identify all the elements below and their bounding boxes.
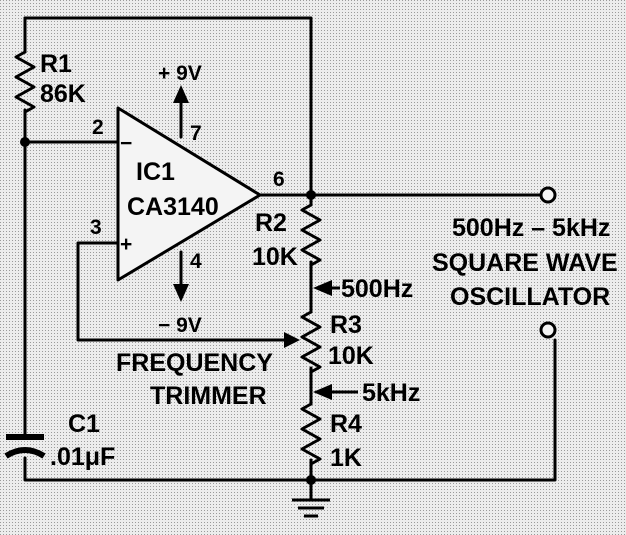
trimmer-label-line2: TRIMMER xyxy=(150,382,267,410)
output-terminal-bottom xyxy=(539,321,557,339)
circuit-title-line1: SQUARE WAVE xyxy=(432,249,618,277)
r2-value: 10K xyxy=(252,243,298,271)
r3-value: 10K xyxy=(328,342,374,370)
trimmer-r3 xyxy=(300,310,322,374)
vminus-arrow-icon xyxy=(173,284,189,302)
circuit-title-line2: OSCILLATOR xyxy=(450,283,610,311)
capacitor-plate-bottom xyxy=(4,447,46,459)
opamp-ic1: − + IC1 CA3140 xyxy=(116,106,262,282)
feedback-wire-top xyxy=(23,16,313,197)
r4-reference: R4 xyxy=(330,410,362,438)
trimmer-label-line1: FREQUENCY xyxy=(116,349,273,377)
r1-value: 86K xyxy=(40,80,86,108)
pin4-label: 4 xyxy=(190,250,202,273)
tap-500hz-label: 500Hz xyxy=(341,275,413,303)
wiring xyxy=(23,16,557,502)
ground-icon xyxy=(292,498,330,518)
bottom-return-wire xyxy=(23,338,557,482)
noninverting-input-symbol: + xyxy=(120,233,132,256)
junction-pin2 xyxy=(20,137,30,147)
pin6-label: 6 xyxy=(273,168,285,191)
resistor-r2 xyxy=(300,203,322,267)
c1-reference: C1 xyxy=(68,410,100,438)
c1-value: .01μF xyxy=(50,443,115,471)
tap-5k-arrow-icon xyxy=(313,384,332,400)
opamp-triangle xyxy=(116,106,262,282)
pin2-label: 2 xyxy=(92,116,104,139)
capacitor-plate-top xyxy=(6,434,44,440)
resistor-r1 xyxy=(14,50,36,114)
negative-supply-label: − 9V xyxy=(158,314,202,337)
r2-reference: R2 xyxy=(255,209,287,237)
tap-500-arrow-icon xyxy=(313,280,332,296)
r4-value: 1K xyxy=(330,444,362,472)
ic-part-number: CA3140 xyxy=(127,193,219,221)
pin7-label: 7 xyxy=(190,122,202,145)
inverting-input-symbol: − xyxy=(120,132,132,155)
vplus-arrow-icon xyxy=(173,85,189,103)
tap-5khz-label: 5kHz xyxy=(362,379,420,407)
r3-reference: R3 xyxy=(330,311,362,339)
circuit-frequency-range: 500Hz – 5kHz xyxy=(452,214,610,242)
junction-ground xyxy=(306,475,316,485)
positive-supply-label: + 9V xyxy=(158,62,202,85)
resistor-r4 xyxy=(300,402,322,466)
pin3-wire xyxy=(76,241,290,342)
junction-output xyxy=(306,190,316,200)
output-terminal-top xyxy=(539,186,557,204)
pin3-label: 3 xyxy=(90,216,102,239)
ic-reference: IC1 xyxy=(136,158,175,186)
trimmer-wiper-arrow-icon xyxy=(284,332,300,348)
capacitor-c1 xyxy=(4,434,46,459)
r1-reference: R1 xyxy=(40,50,72,78)
